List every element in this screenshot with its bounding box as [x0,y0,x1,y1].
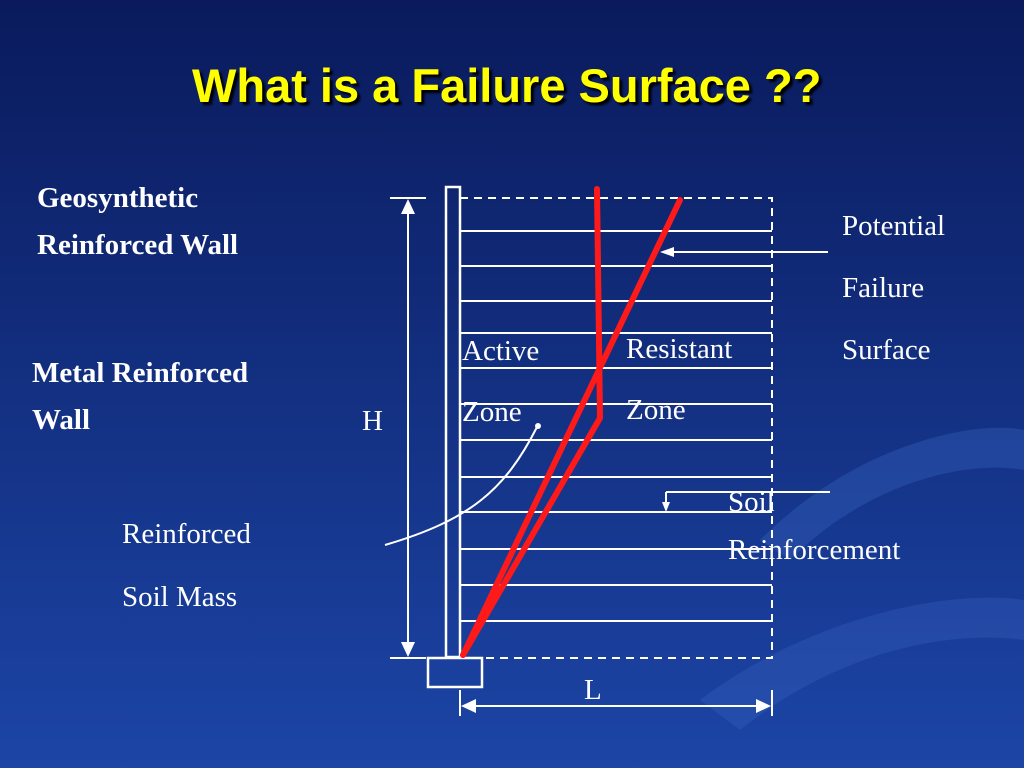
potential-label-line3: Surface [842,334,931,366]
reinforcement-strips [460,230,772,622]
failure-surface-metal [460,186,603,658]
wall-footing [426,656,484,689]
resistant-zone-label-line2: Zone [626,394,686,426]
reinforced-soil-label-line1: Reinforced [122,518,251,550]
geosynthetic-label-line1: Geosynthetic [37,182,199,214]
height-arrow-top [401,199,415,214]
failure-surface-geosynthetic [460,197,683,658]
height-dimension [390,197,426,659]
failure-leader-arrowhead [660,247,674,257]
metal-label-line1: Metal Reinforced [32,357,249,389]
soil-reinforcement-arrowhead [662,502,670,512]
wall-facing [444,185,462,659]
active-zone-label-line2: Zone [462,396,522,428]
metal-label-line2: Wall [32,404,91,436]
length-dimension [459,690,773,716]
length-arrow-left [461,699,476,713]
length-arrow-right [756,699,771,713]
length-label: L [584,674,602,706]
height-arrow-bottom [401,642,415,657]
reinforced-soil-label-line2: Soil Mass [122,581,238,613]
potential-label-line1: Potential [842,210,946,242]
geosynthetic-label-line2: Reinforced Wall [37,229,239,261]
resistant-zone-label-line1: Resistant [626,333,733,365]
slide-title: What is a Failure Surface ?? [192,59,822,112]
reinforced-zone-boundary [460,197,773,659]
soil-mass-leader-dot [535,423,541,429]
active-zone-label-line1: Active [462,335,540,367]
potential-label-line2: Failure [842,272,925,304]
height-label: H [362,405,383,437]
soil-mass-leader [384,426,538,546]
